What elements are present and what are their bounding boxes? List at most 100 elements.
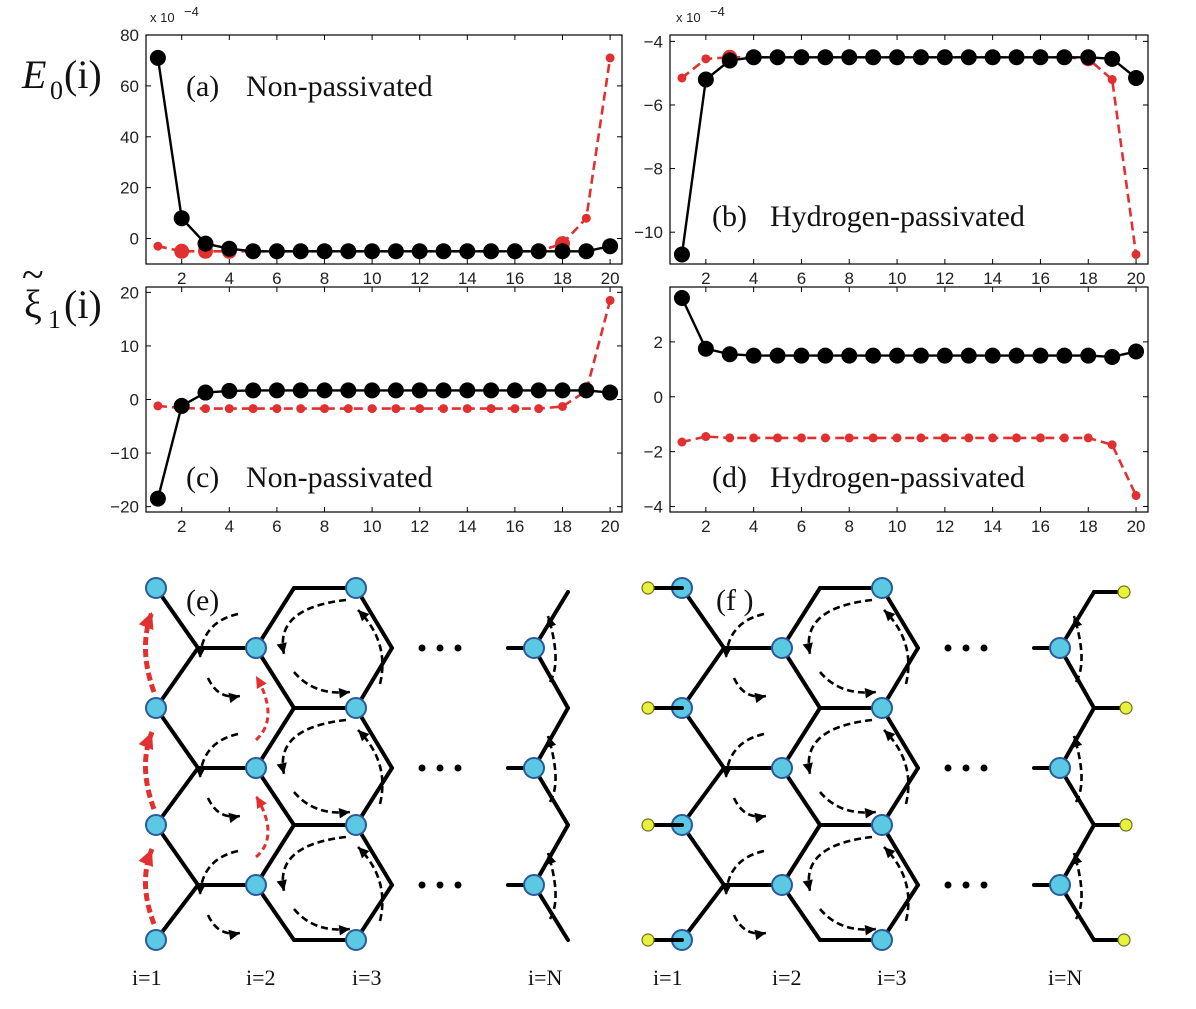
bond — [680, 706, 726, 770]
data-point-black — [316, 243, 333, 260]
arrow-head — [1072, 616, 1083, 628]
data-point-red — [701, 432, 711, 442]
data-point-red — [534, 404, 544, 414]
data-point-red — [1059, 433, 1069, 443]
arrow-head — [1072, 736, 1083, 748]
hydrogen-atom — [1119, 818, 1133, 832]
current-arrow — [724, 612, 765, 659]
bond — [354, 823, 394, 887]
data-point-black — [292, 243, 309, 260]
bond — [680, 823, 726, 887]
bond — [354, 646, 394, 710]
carbon-atom — [871, 814, 893, 836]
current-arrow — [281, 598, 347, 655]
bond — [880, 706, 920, 770]
data-point-black — [483, 243, 500, 260]
data-point-red — [844, 433, 854, 443]
arrow-head — [276, 642, 287, 654]
data-point-red — [153, 401, 163, 411]
current-arrow — [883, 846, 910, 922]
axis-multiplier-exp-b: −4 — [710, 4, 725, 19]
x-tick-label: 12 — [935, 269, 954, 288]
y-tick-label: 2 — [654, 333, 663, 352]
arrow-head — [721, 883, 732, 895]
carbon-atom — [245, 757, 267, 779]
data-point-red — [153, 241, 163, 251]
data-point-black — [173, 397, 190, 414]
data-point-black — [387, 382, 404, 399]
current-arrow — [206, 914, 241, 935]
ellipsis-dot — [962, 764, 970, 772]
arrow-head — [802, 879, 813, 891]
arrow-head — [1072, 853, 1083, 865]
carbon-atom — [771, 874, 793, 896]
arrow-head — [228, 692, 240, 704]
ellipsis-dot — [436, 644, 444, 652]
data-point-black — [530, 382, 547, 399]
arrow-head — [338, 925, 350, 936]
ellipsis-dot — [436, 764, 444, 772]
data-point-black — [197, 384, 214, 401]
x-tick-label: 8 — [845, 517, 854, 536]
arrow-head — [338, 808, 350, 819]
bond — [254, 766, 296, 827]
x-tick-label: 20 — [601, 269, 620, 288]
arrow-head — [358, 730, 370, 742]
arrow-head — [754, 929, 766, 941]
carbon-atom — [145, 697, 167, 719]
bond — [780, 586, 822, 650]
current-arrow — [281, 835, 347, 892]
arrow-head — [754, 812, 766, 824]
bond — [880, 823, 920, 887]
data-point-black — [960, 49, 977, 66]
x-tick-label: 6 — [797, 517, 806, 536]
data-point-black — [602, 384, 619, 401]
data-point-red — [1083, 433, 1093, 443]
bond — [154, 883, 200, 942]
data-point-red — [558, 401, 567, 411]
site-label-f-1: i=1 — [653, 965, 683, 990]
data-point-black — [530, 243, 547, 260]
data-point-red — [343, 404, 353, 414]
data-point-black — [697, 340, 714, 357]
data-point-black — [697, 71, 714, 88]
site-label-e-2: i=2 — [246, 965, 276, 990]
arrow-head — [138, 732, 154, 750]
data-point-black — [817, 347, 834, 364]
arrow-head — [338, 688, 350, 699]
data-point-black — [769, 49, 786, 66]
carbon-atom — [345, 929, 367, 951]
data-point-black — [817, 49, 834, 66]
data-point-red — [892, 433, 902, 443]
data-point-black — [793, 347, 810, 364]
data-point-black — [865, 49, 882, 66]
current-arrow — [198, 849, 239, 896]
lattice-diagrams — [138, 577, 1133, 951]
data-point-black — [745, 49, 762, 66]
plot-frame-a — [145, 34, 623, 265]
carbon-atom — [345, 697, 367, 719]
carbon-atom — [245, 637, 267, 659]
panel-label-a: (a) — [186, 70, 219, 103]
site-label-e-N: i=N — [528, 965, 563, 990]
arrow-head — [884, 730, 896, 742]
arrow-head — [546, 616, 557, 628]
bond — [354, 586, 394, 650]
data-point-black — [865, 347, 882, 364]
data-point-black — [364, 243, 381, 260]
y-tick-label: 20 — [120, 179, 139, 198]
data-point-red — [605, 295, 615, 305]
data-point-red — [796, 433, 806, 443]
panel-title-d: Hydrogen-passivated — [770, 461, 1025, 494]
data-point-black — [889, 49, 906, 66]
carbon-atom — [523, 874, 545, 896]
series-line-black-d — [680, 297, 1137, 359]
data-point-red — [320, 404, 329, 414]
x-tick-label: 10 — [363, 517, 382, 536]
data-point-black — [245, 243, 262, 260]
data-point-black — [1080, 347, 1097, 364]
x-tick-label: 10 — [888, 517, 907, 536]
data-point-red — [510, 404, 520, 414]
bond — [154, 706, 200, 770]
